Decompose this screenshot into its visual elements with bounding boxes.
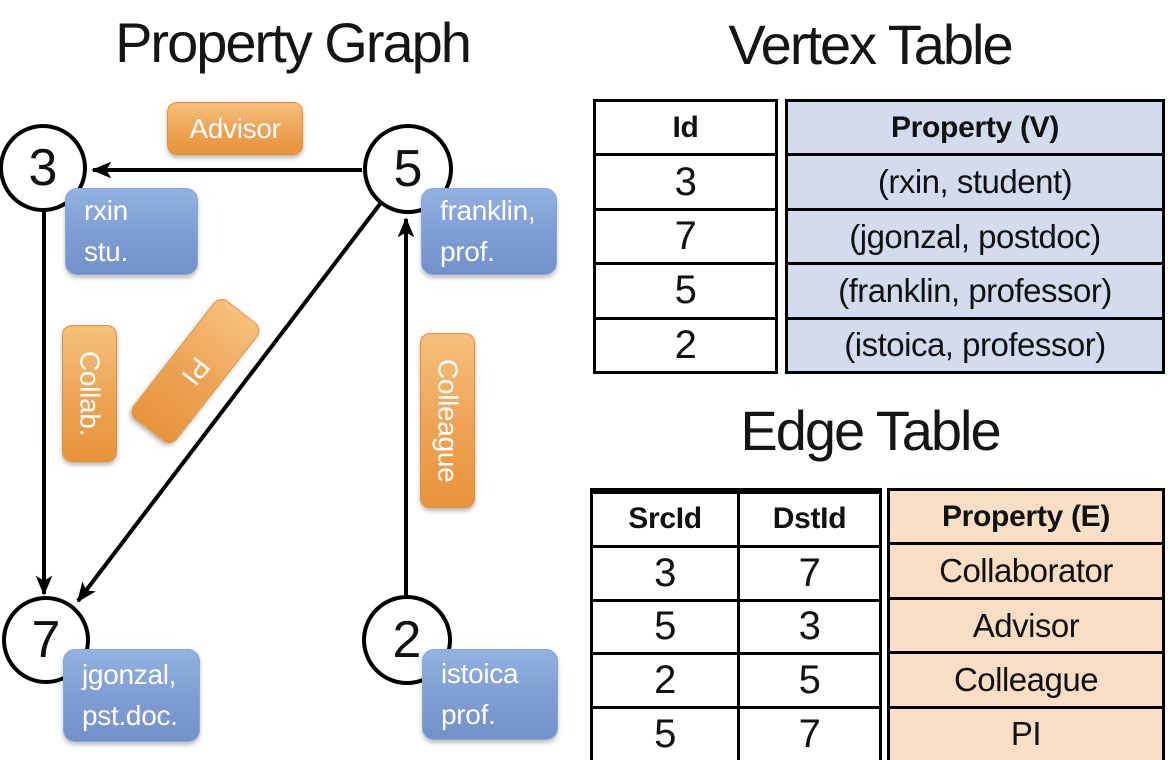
edge-table-header-srcid: SrcId [593, 494, 740, 545]
edge-dstid-cell: 7 [798, 712, 821, 757]
vertex-id-cell: 2 [596, 316, 775, 371]
edge-dstid-cell: 7 [798, 550, 821, 595]
node-id: 3 [28, 139, 58, 197]
edge-table-row: 5 3 [593, 598, 879, 653]
vertex-id-cell: 5 [596, 262, 775, 316]
edge-property-cell: Collaborator [890, 542, 1162, 596]
edge-property-cell: Advisor [890, 596, 1162, 651]
edge-table-header-row: SrcId DstId [593, 491, 879, 545]
edge-label-text: Collab. [74, 350, 106, 437]
edge-property-cell: Colleague [890, 651, 1162, 705]
vertex-label-line: jgonzal, [82, 658, 177, 690]
edge-table-header-dstid: DstId [772, 502, 847, 536]
edge-label-text: Advisor [189, 112, 281, 144]
vertex-table-property-column: Property (V) (rxin, student) (jgonzal, p… [785, 99, 1165, 374]
edge-label-collab: Collab. [62, 325, 117, 462]
edge-label-advisor: Advisor [167, 102, 303, 155]
vertex-property-cell: (jgonzal, postdoc) [788, 207, 1162, 262]
vertex-id-cell: 7 [596, 207, 775, 262]
vertex-label-line: franklin, [440, 194, 536, 226]
edge-label-text: Colleague [432, 358, 464, 483]
node-id: 5 [393, 140, 423, 198]
vertex-label-line: rxin [84, 194, 128, 226]
edge-srcid-cell: 2 [593, 655, 740, 707]
vertex-label-istoica: istoica prof. [422, 649, 558, 740]
graph-edges-layer [35, 161, 415, 603]
edge-table-row: 2 5 [593, 652, 879, 707]
vertex-label-franklin: franklin, prof. [421, 188, 557, 275]
edge-dstid-cell: 3 [798, 604, 821, 649]
edge-table-property-column: Property (E) Collaborator Advisor Collea… [887, 488, 1165, 760]
vertex-label-line: pst.doc. [82, 699, 178, 731]
edge-line-pi [76, 202, 382, 603]
edge-srcid-cell: 3 [593, 547, 740, 599]
vertex-id-cell: 3 [596, 153, 775, 207]
edge-table-row: 5 7 [593, 706, 879, 760]
vertex-table-header-property: Property (V) [890, 110, 1060, 144]
edge-table-src-dst-columns: SrcId DstId 3 7 5 3 2 5 5 7 [590, 488, 882, 760]
property-graph-title: Property Graph [115, 11, 472, 74]
node-id: 2 [392, 611, 422, 669]
vertex-label-line: istoica [441, 657, 519, 689]
edge-table-title: Edge Table [740, 399, 1001, 462]
vertex-label-line: prof. [440, 235, 495, 267]
edge-label-text: PI [175, 351, 217, 392]
edge-srcid-cell: 5 [593, 601, 740, 653]
edge-table-row: 3 7 [593, 544, 879, 599]
edge-property-cell: PI [890, 705, 1162, 760]
vertex-label-line: stu. [84, 235, 128, 267]
graph-node-2: 2 [362, 595, 452, 685]
vertex-property-cell: (istoica, professor) [788, 316, 1162, 371]
graph-node-5: 5 [363, 124, 453, 214]
vertex-property-cell: (rxin, student) [788, 153, 1162, 207]
vertex-label-line: prof. [441, 698, 496, 730]
vertex-table-title: Vertex Table [728, 13, 1013, 76]
node-id: 7 [31, 611, 61, 669]
vertex-label-jgonzal: jgonzal, pst.doc. [63, 649, 200, 742]
edge-table-header-property: Property (E) [941, 499, 1111, 533]
vertex-label-rxin: rxin stu. [65, 188, 198, 275]
vertex-property-cell: (franklin, professor) [788, 262, 1162, 316]
edge-srcid-cell: 5 [593, 709, 740, 760]
edge-dstid-cell: 5 [798, 658, 821, 703]
vertex-table-id-column: Id 3 7 5 2 [593, 99, 778, 374]
edge-label-colleague: Colleague [420, 333, 475, 508]
vertex-table-header-id: Id [672, 110, 699, 144]
